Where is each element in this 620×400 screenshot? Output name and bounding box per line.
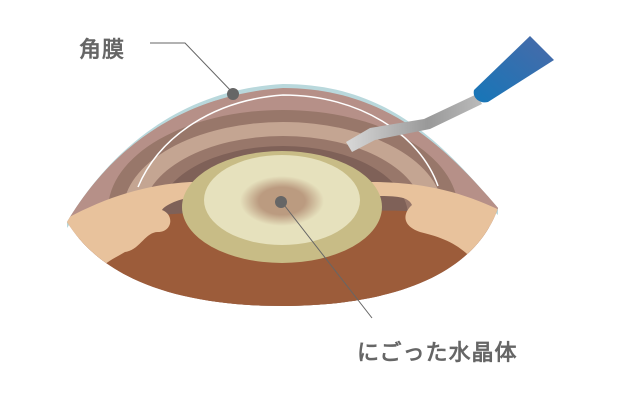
instrument-handle [473,36,554,103]
cornea-leader-line [150,42,234,94]
ciliary-body-right [359,182,498,262]
lens-marker-dot [275,196,287,208]
surgical-instrument [346,36,554,152]
instrument-shaft [346,94,482,152]
cloudy-lens-label: にごった水晶体 [357,341,518,366]
cornea-marker-dot [227,88,239,100]
ciliary-body-left [67,182,209,270]
corneal-endothelium-line [137,94,439,188]
lens-leader-line [280,200,373,319]
cornea-label: 角膜 [79,38,126,63]
